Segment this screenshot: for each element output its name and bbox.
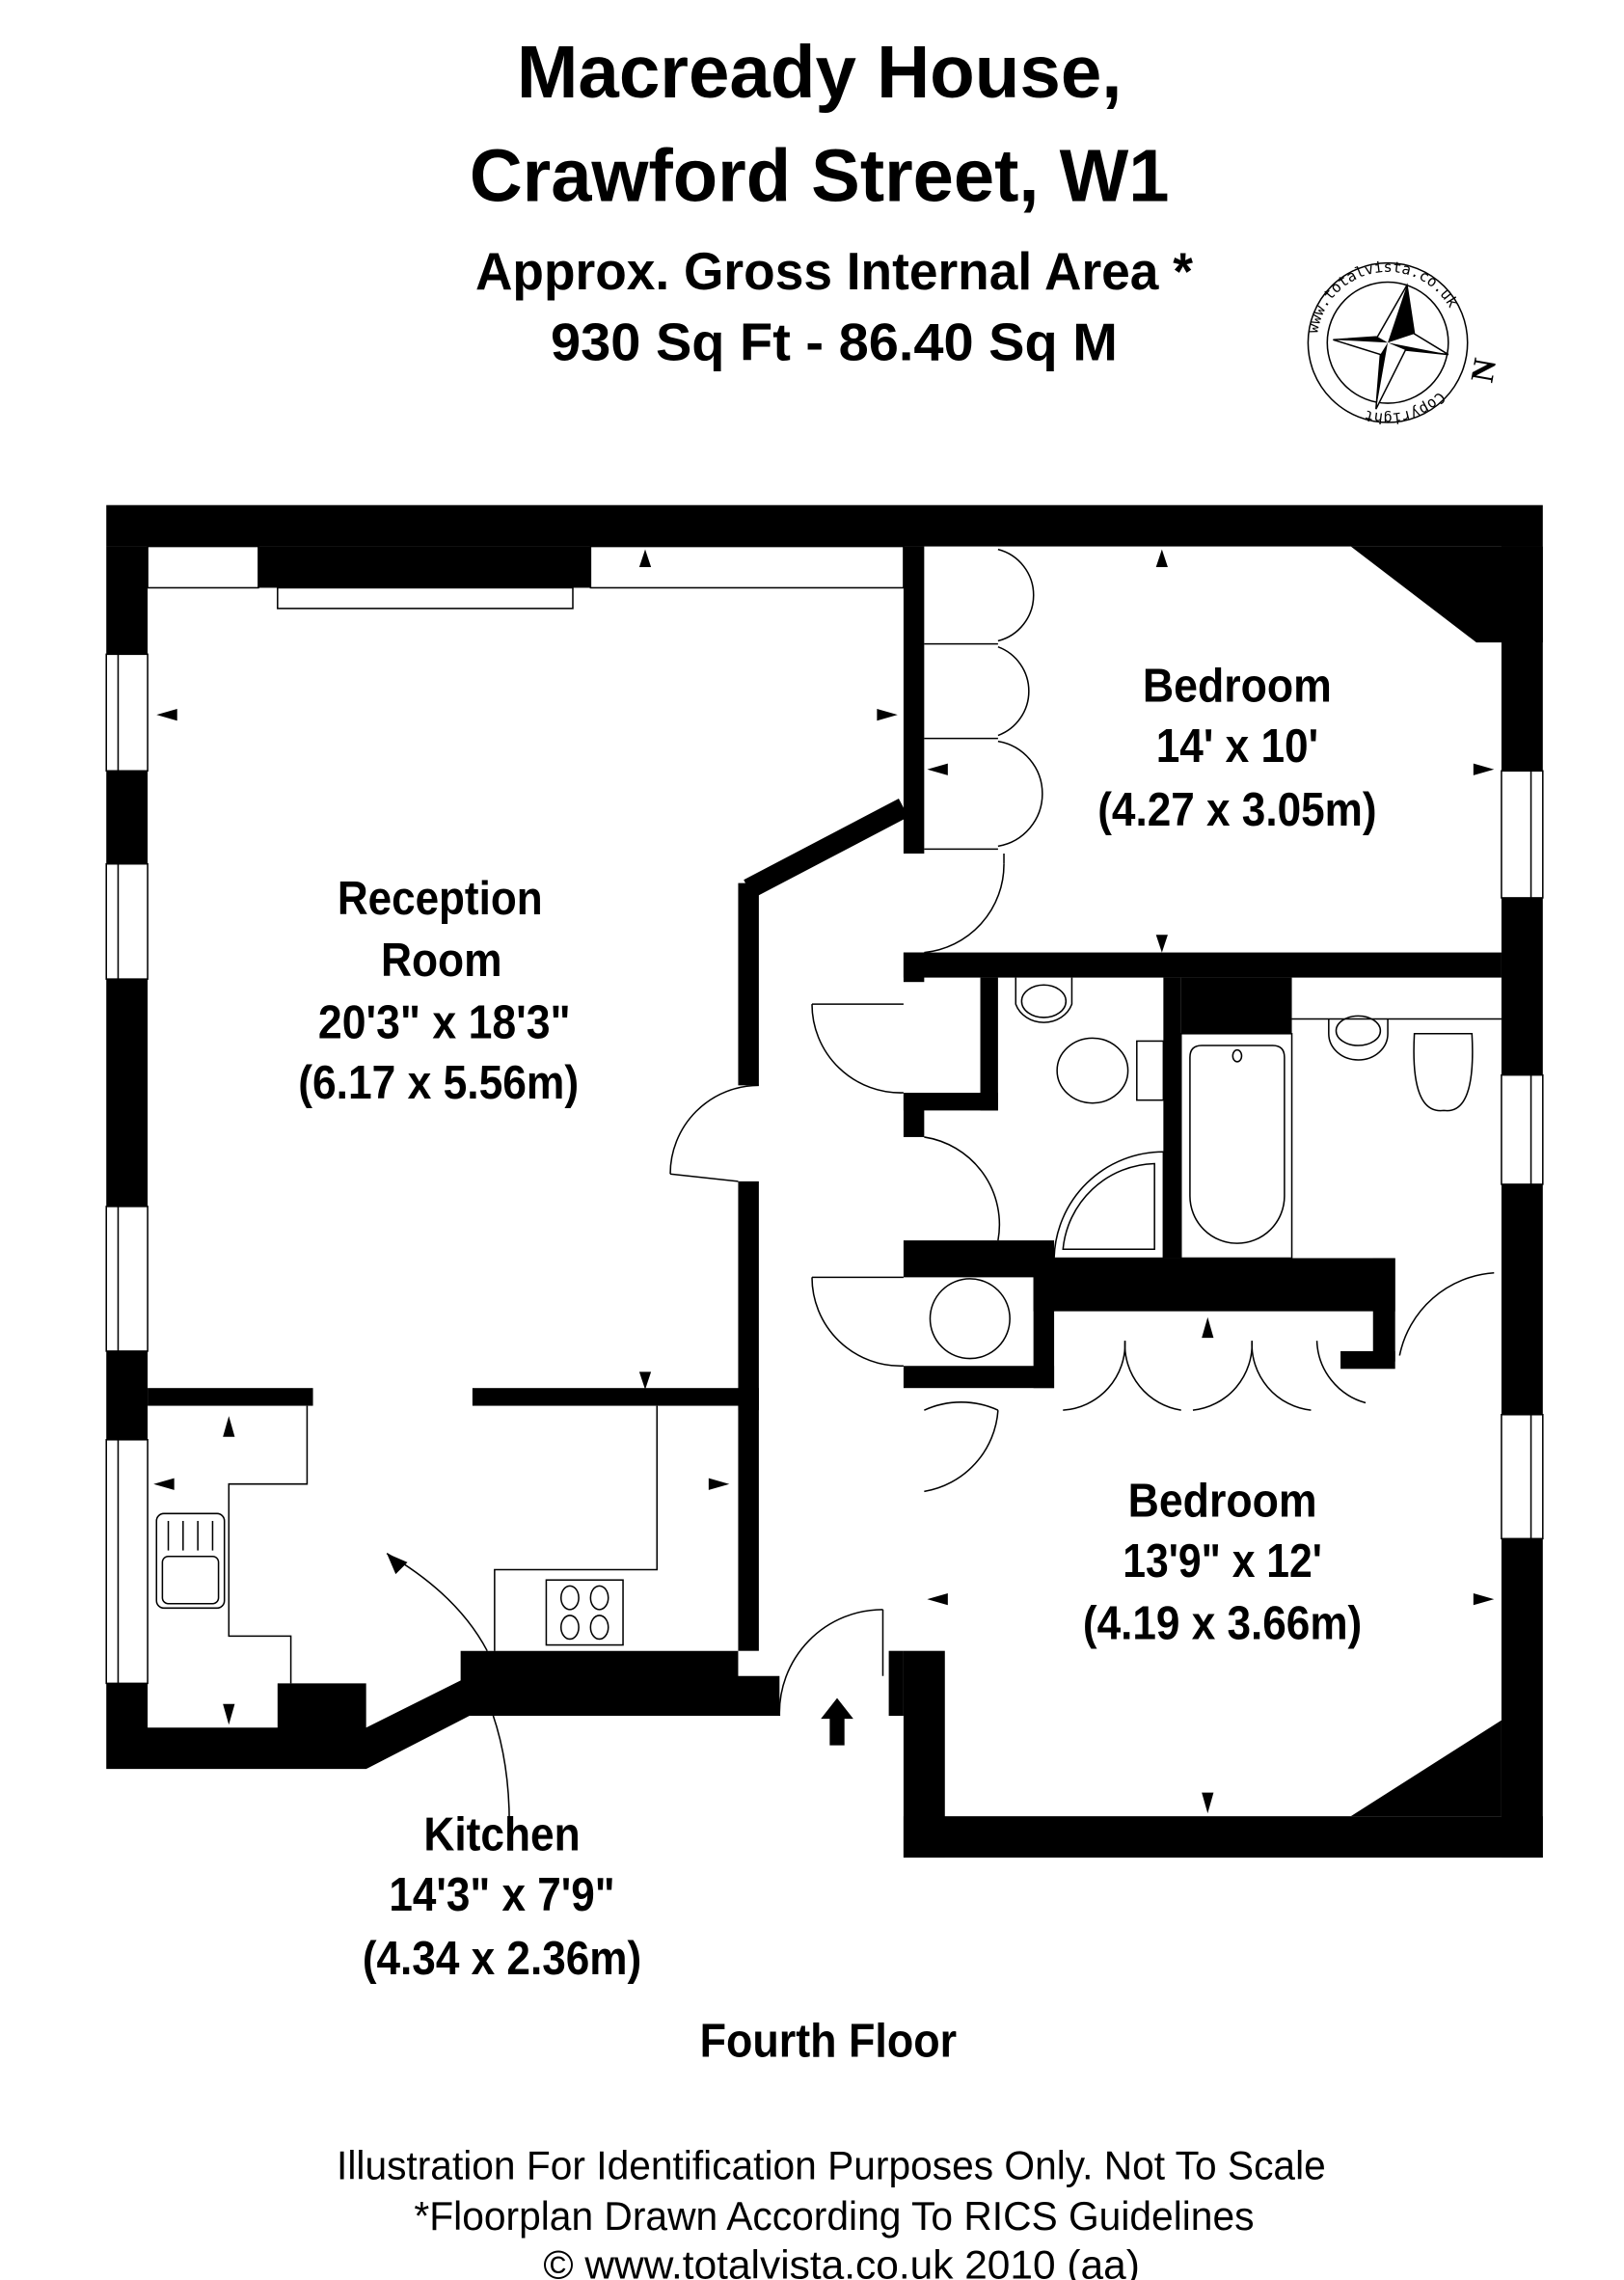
room-label-kitchen: Kitchen 14'3" x 7'9" (4.34 x 2.36m) — [363, 1808, 641, 1985]
bathroom-fixtures — [1291, 1015, 1502, 1112]
room-name: Room — [381, 935, 502, 987]
room-dimensions-imperial: 20'3" x 18'3" — [318, 996, 571, 1048]
ensuite-fixtures — [1015, 977, 1165, 1260]
disclaimer-line-2: *Floorplan Drawn According To RICS Guide… — [414, 2194, 1254, 2239]
kitchen-sink-icon — [155, 1512, 226, 1610]
copyright-line: © www.totalvista.co.uk 2010 (aa) — [543, 2242, 1139, 2280]
room-dimensions-metric: (4.27 x 3.05m) — [1097, 784, 1376, 836]
room-dimensions-imperial: 14'3" x 7'9" — [389, 1869, 614, 1921]
measurement-arrows — [153, 549, 1495, 1814]
area-value: 930 Sq Ft - 86.40 Sq M — [551, 312, 1118, 372]
compass-ring-text: www.totalvista.co.uk — [1304, 258, 1461, 335]
door-swings — [386, 548, 1495, 1824]
kitchen-worktops — [228, 1405, 659, 1684]
room-dimensions-metric: (4.34 x 2.36m) — [363, 1933, 641, 1985]
property-title: Macready House, — [517, 32, 1123, 114]
room-name: Kitchen — [423, 1808, 580, 1860]
area-label: Approx. Gross Internal Area * — [475, 241, 1194, 301]
room-name: Reception — [338, 873, 543, 925]
floor-label: Fourth Floor — [700, 2016, 957, 2068]
hob-icon — [545, 1579, 624, 1646]
boiler-icon — [929, 1278, 1011, 1360]
room-name: Bedroom — [1143, 660, 1332, 712]
disclaimer-line-1: Illustration For Identification Purposes… — [337, 2144, 1326, 2188]
room-name: Bedroom — [1128, 1475, 1317, 1527]
north-label: N — [1465, 356, 1504, 385]
walls — [105, 504, 1544, 1859]
room-dimensions-imperial: 14' x 10' — [1156, 720, 1318, 773]
entrance-arrow-icon — [821, 1697, 853, 1746]
room-label-bedroom-2: Bedroom 13'9" x 12' (4.19 x 3.66m) — [1083, 1475, 1362, 1649]
bathtub-icon — [1179, 1033, 1293, 1260]
room-dimensions-metric: (6.17 x 5.56m) — [298, 1057, 579, 1109]
room-label-bedroom-1: Bedroom 14' x 10' (4.27 x 3.05m) — [1097, 660, 1376, 836]
property-address: Crawford Street, W1 — [470, 135, 1170, 217]
room-dimensions-metric: (4.19 x 3.66m) — [1083, 1597, 1362, 1649]
compass-rose-icon: www.totalvista.co.uk Copyright N — [1304, 258, 1503, 427]
room-label-reception: Reception Room 20'3" x 18'3" (6.17 x 5.5… — [298, 873, 579, 1109]
room-dimensions-imperial: 13'9" x 12' — [1123, 1535, 1322, 1588]
